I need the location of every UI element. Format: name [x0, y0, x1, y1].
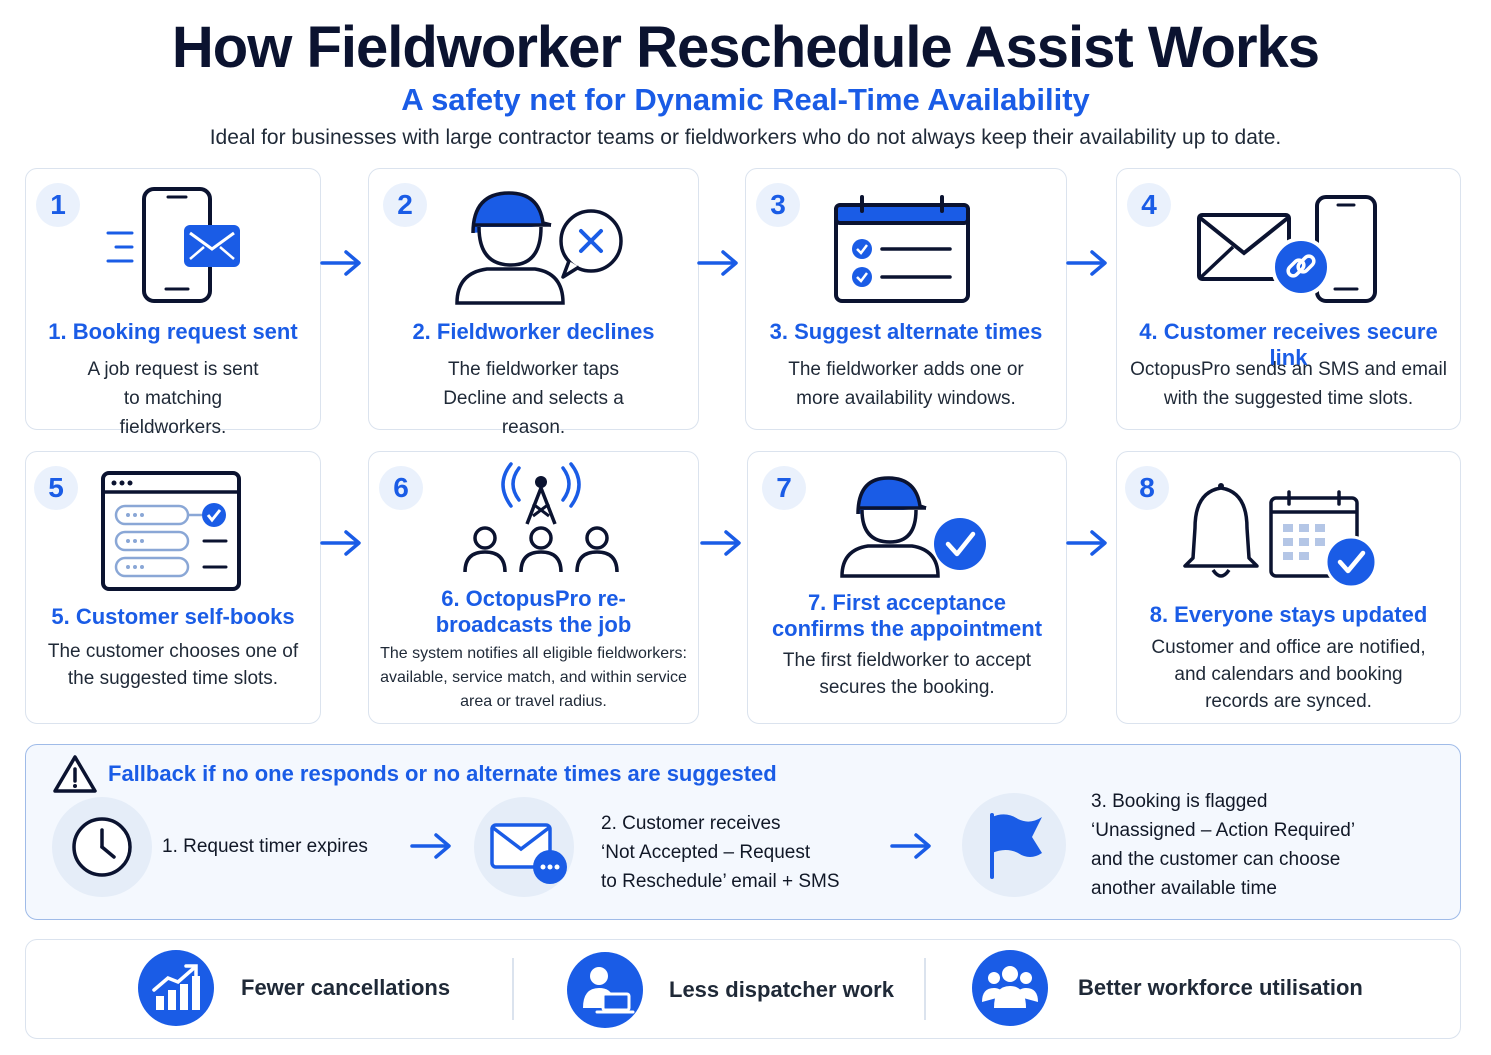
phone-message-icon — [106, 187, 240, 303]
step-card-6: 6 6. OctopusPro re-broadcasts the job Th… — [368, 451, 699, 724]
step-number: 8 — [1125, 466, 1169, 510]
step-card-8: 8 8. Everyone stays updated Customer and… — [1116, 451, 1461, 724]
page-title: How Fieldworker Reschedule Assist Works — [171, 15, 1320, 80]
benefit-2-label: Less dispatcher work — [669, 977, 894, 1002]
self-book-icon — [101, 471, 241, 591]
arrow-right-icon — [320, 530, 361, 556]
step-card-7: 7 7. First acceptance confirms the appoi… — [747, 451, 1067, 724]
step-description: The system notifies all eligible fieldwo… — [380, 645, 687, 710]
fallback-step-1-badge — [52, 797, 152, 897]
step-title: 6. OctopusPro re-broadcasts the job — [435, 586, 632, 637]
step-description: A job request is sent to matching fieldw… — [87, 359, 259, 438]
flag-icon — [990, 813, 1042, 879]
step-description: The fieldworker adds one or more availab… — [788, 359, 1024, 409]
step-number: 1 — [36, 183, 80, 227]
team-icon — [982, 966, 1038, 1008]
step-card-3: 3 3. Suggest alternate times The fieldwo… — [745, 168, 1067, 430]
fallback-step-3-badge — [962, 793, 1066, 897]
step-description: The fieldworker taps Decline and selects… — [443, 359, 624, 438]
warning-icon — [53, 755, 97, 793]
arrow-right-icon — [1066, 530, 1107, 556]
step-title: 3. Suggest alternate times — [769, 319, 1043, 344]
growth-chart-icon — [152, 964, 200, 1010]
page-intro: Ideal for businesses with large contract… — [209, 126, 1282, 149]
step-card-4: 4 4. Customer receives secure link Octop… — [1116, 168, 1461, 430]
broadcast-icon — [463, 462, 619, 573]
arrow-right-icon — [700, 530, 741, 556]
step-description: Customer and office are notified, and ca… — [1151, 637, 1426, 712]
step-description: OctopusPro sends an SMS and email with t… — [1130, 359, 1447, 409]
step-title: 8. Everyone stays updated — [1149, 602, 1428, 627]
arrow-right-icon — [697, 250, 738, 276]
step-title: 2. Fieldworker declines — [412, 319, 655, 344]
benefit-3-badge — [972, 950, 1048, 1026]
step-description: The first fieldworker to accept secures … — [782, 650, 1032, 698]
benefits-bar: Fewer cancellations Less dispatcher work… — [25, 939, 1461, 1039]
benefit-1-label: Fewer cancellations — [241, 975, 451, 1000]
calendar-checklist-icon — [834, 195, 970, 303]
secure-link-icon — [1197, 195, 1377, 303]
arrow-right-icon — [1066, 250, 1107, 276]
benefit-divider — [512, 958, 514, 1020]
step-number: 6 — [379, 466, 423, 510]
step-number: 4 — [1127, 183, 1171, 227]
step-number: 2 — [383, 183, 427, 227]
step-title: 5. Customer self-books — [51, 604, 295, 629]
benefit-divider — [924, 958, 926, 1020]
fallback-title: Fallback if no one responds or no altern… — [108, 761, 777, 786]
fallback-step-3-text: 3. Booking is flagged ‘Unassigned – Acti… — [1091, 791, 1356, 899]
fieldworker-decline-icon — [455, 191, 623, 305]
arrow-right-icon — [320, 250, 361, 276]
fallback-step-2-text: 2. Customer receives ‘Not Accepted – Req… — [601, 813, 840, 892]
step-number: 5 — [34, 466, 78, 510]
step-title: 4. Customer receives secure link — [1139, 319, 1438, 370]
fallback-step-1-text: 1. Request timer expires — [162, 836, 368, 857]
arrow-right-icon — [410, 833, 451, 859]
step-card-5: 5 5. Customer self-books The customer ch… — [25, 451, 321, 724]
step-description: The customer chooses one of the suggeste… — [47, 641, 299, 689]
page-subtitle: A safety net for Dynamic Real-Time Avail… — [401, 82, 1090, 117]
step-title: 1. Booking request sent — [48, 319, 298, 344]
step-card-1: 1 1. Booking request sent A job request … — [25, 168, 321, 438]
step-card-2: 2 2. Fieldworker declines The fieldworke… — [368, 168, 699, 438]
fallback-panel: Fallback if no one responds or no altern… — [25, 744, 1461, 920]
benefit-1-badge — [138, 950, 214, 1026]
arrow-right-icon — [890, 833, 931, 859]
fieldworker-accept-icon — [840, 476, 986, 578]
fallback-step-2-badge — [474, 797, 574, 897]
step-number: 7 — [762, 466, 806, 510]
clock-icon — [72, 817, 132, 877]
step-number: 3 — [756, 183, 800, 227]
benefit-2-badge — [567, 952, 643, 1028]
bell-calendar-icon — [1183, 483, 1378, 589]
benefit-3-label: Better workforce utilisation — [1078, 975, 1363, 1000]
step-title: 7. First acceptance confirms the appoint… — [771, 590, 1043, 641]
dispatcher-icon — [583, 967, 635, 1014]
mail-chat-icon — [490, 823, 567, 884]
